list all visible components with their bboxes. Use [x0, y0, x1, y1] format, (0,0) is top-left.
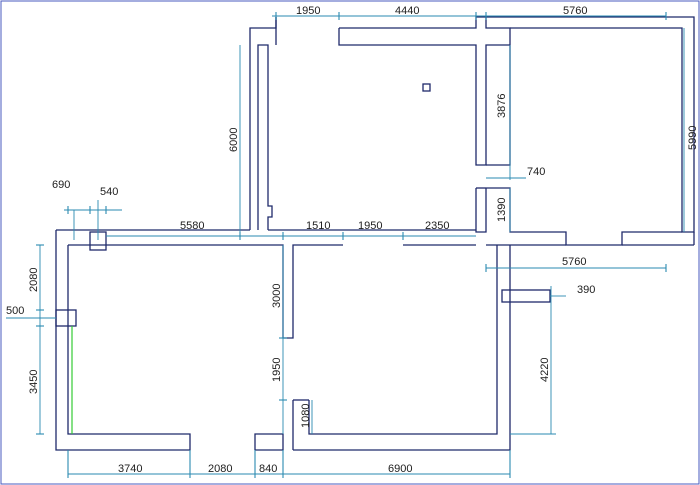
dim-label: 2080 — [208, 463, 232, 475]
wall-right-room-bottom — [486, 187, 682, 246]
wall-top-right-stub — [485, 17, 511, 45]
dim-label: 1950 — [358, 220, 382, 232]
wall-upper-left-inner — [257, 44, 273, 230]
wall-middle-post — [475, 188, 487, 233]
dim-label: 1080 — [300, 404, 312, 428]
dim-label: 540 — [100, 186, 118, 198]
dim-label: 5760 — [562, 256, 586, 268]
dimension-labels: 1950 4440 5760 5990 3876 740 1390 5760 3… — [6, 5, 699, 475]
marker-square — [422, 83, 431, 92]
dim-label: 500 — [6, 305, 24, 317]
dim-label: 4440 — [395, 5, 419, 17]
dim-label: 5760 — [563, 5, 587, 17]
dim-label: 5580 — [180, 220, 204, 232]
column-left-window — [55, 309, 77, 327]
dim-label: 2350 — [425, 220, 449, 232]
dim-label: 6900 — [388, 463, 412, 475]
dim-label: 3000 — [271, 284, 283, 308]
wall-top-inner — [338, 28, 510, 166]
dim-label: 740 — [527, 166, 545, 178]
wall-lower-left — [55, 230, 191, 451]
wall-lower-right-inner — [308, 245, 498, 435]
dim-label: 3450 — [28, 370, 40, 394]
dim-label: 3876 — [496, 94, 508, 118]
dim-label: 1950 — [296, 5, 320, 17]
wall-right-room-outer — [510, 27, 695, 233]
dim-label: 1950 — [271, 358, 283, 382]
dim-label: 1390 — [496, 198, 508, 222]
dim-label: 690 — [52, 179, 70, 191]
dim-label: 2080 — [28, 268, 40, 292]
dim-label: 3740 — [118, 463, 142, 475]
column-right-window — [501, 289, 551, 303]
wall-lower-right-outer — [293, 245, 511, 451]
dim-label: 840 — [259, 463, 277, 475]
wall-top-outer — [339, 16, 695, 29]
dimension-lines — [6, 12, 685, 478]
dim-label: 390 — [577, 284, 595, 296]
wall-upper-left-outer — [249, 17, 277, 230]
wall-mid-left-bottom — [68, 244, 343, 339]
walls — [55, 16, 695, 451]
dim-label: 4220 — [539, 358, 551, 382]
wall-lower-bottom-mid — [254, 433, 284, 451]
dim-label: 6000 — [228, 128, 240, 152]
dim-label: 1510 — [306, 220, 330, 232]
dim-label: 5990 — [687, 126, 699, 150]
